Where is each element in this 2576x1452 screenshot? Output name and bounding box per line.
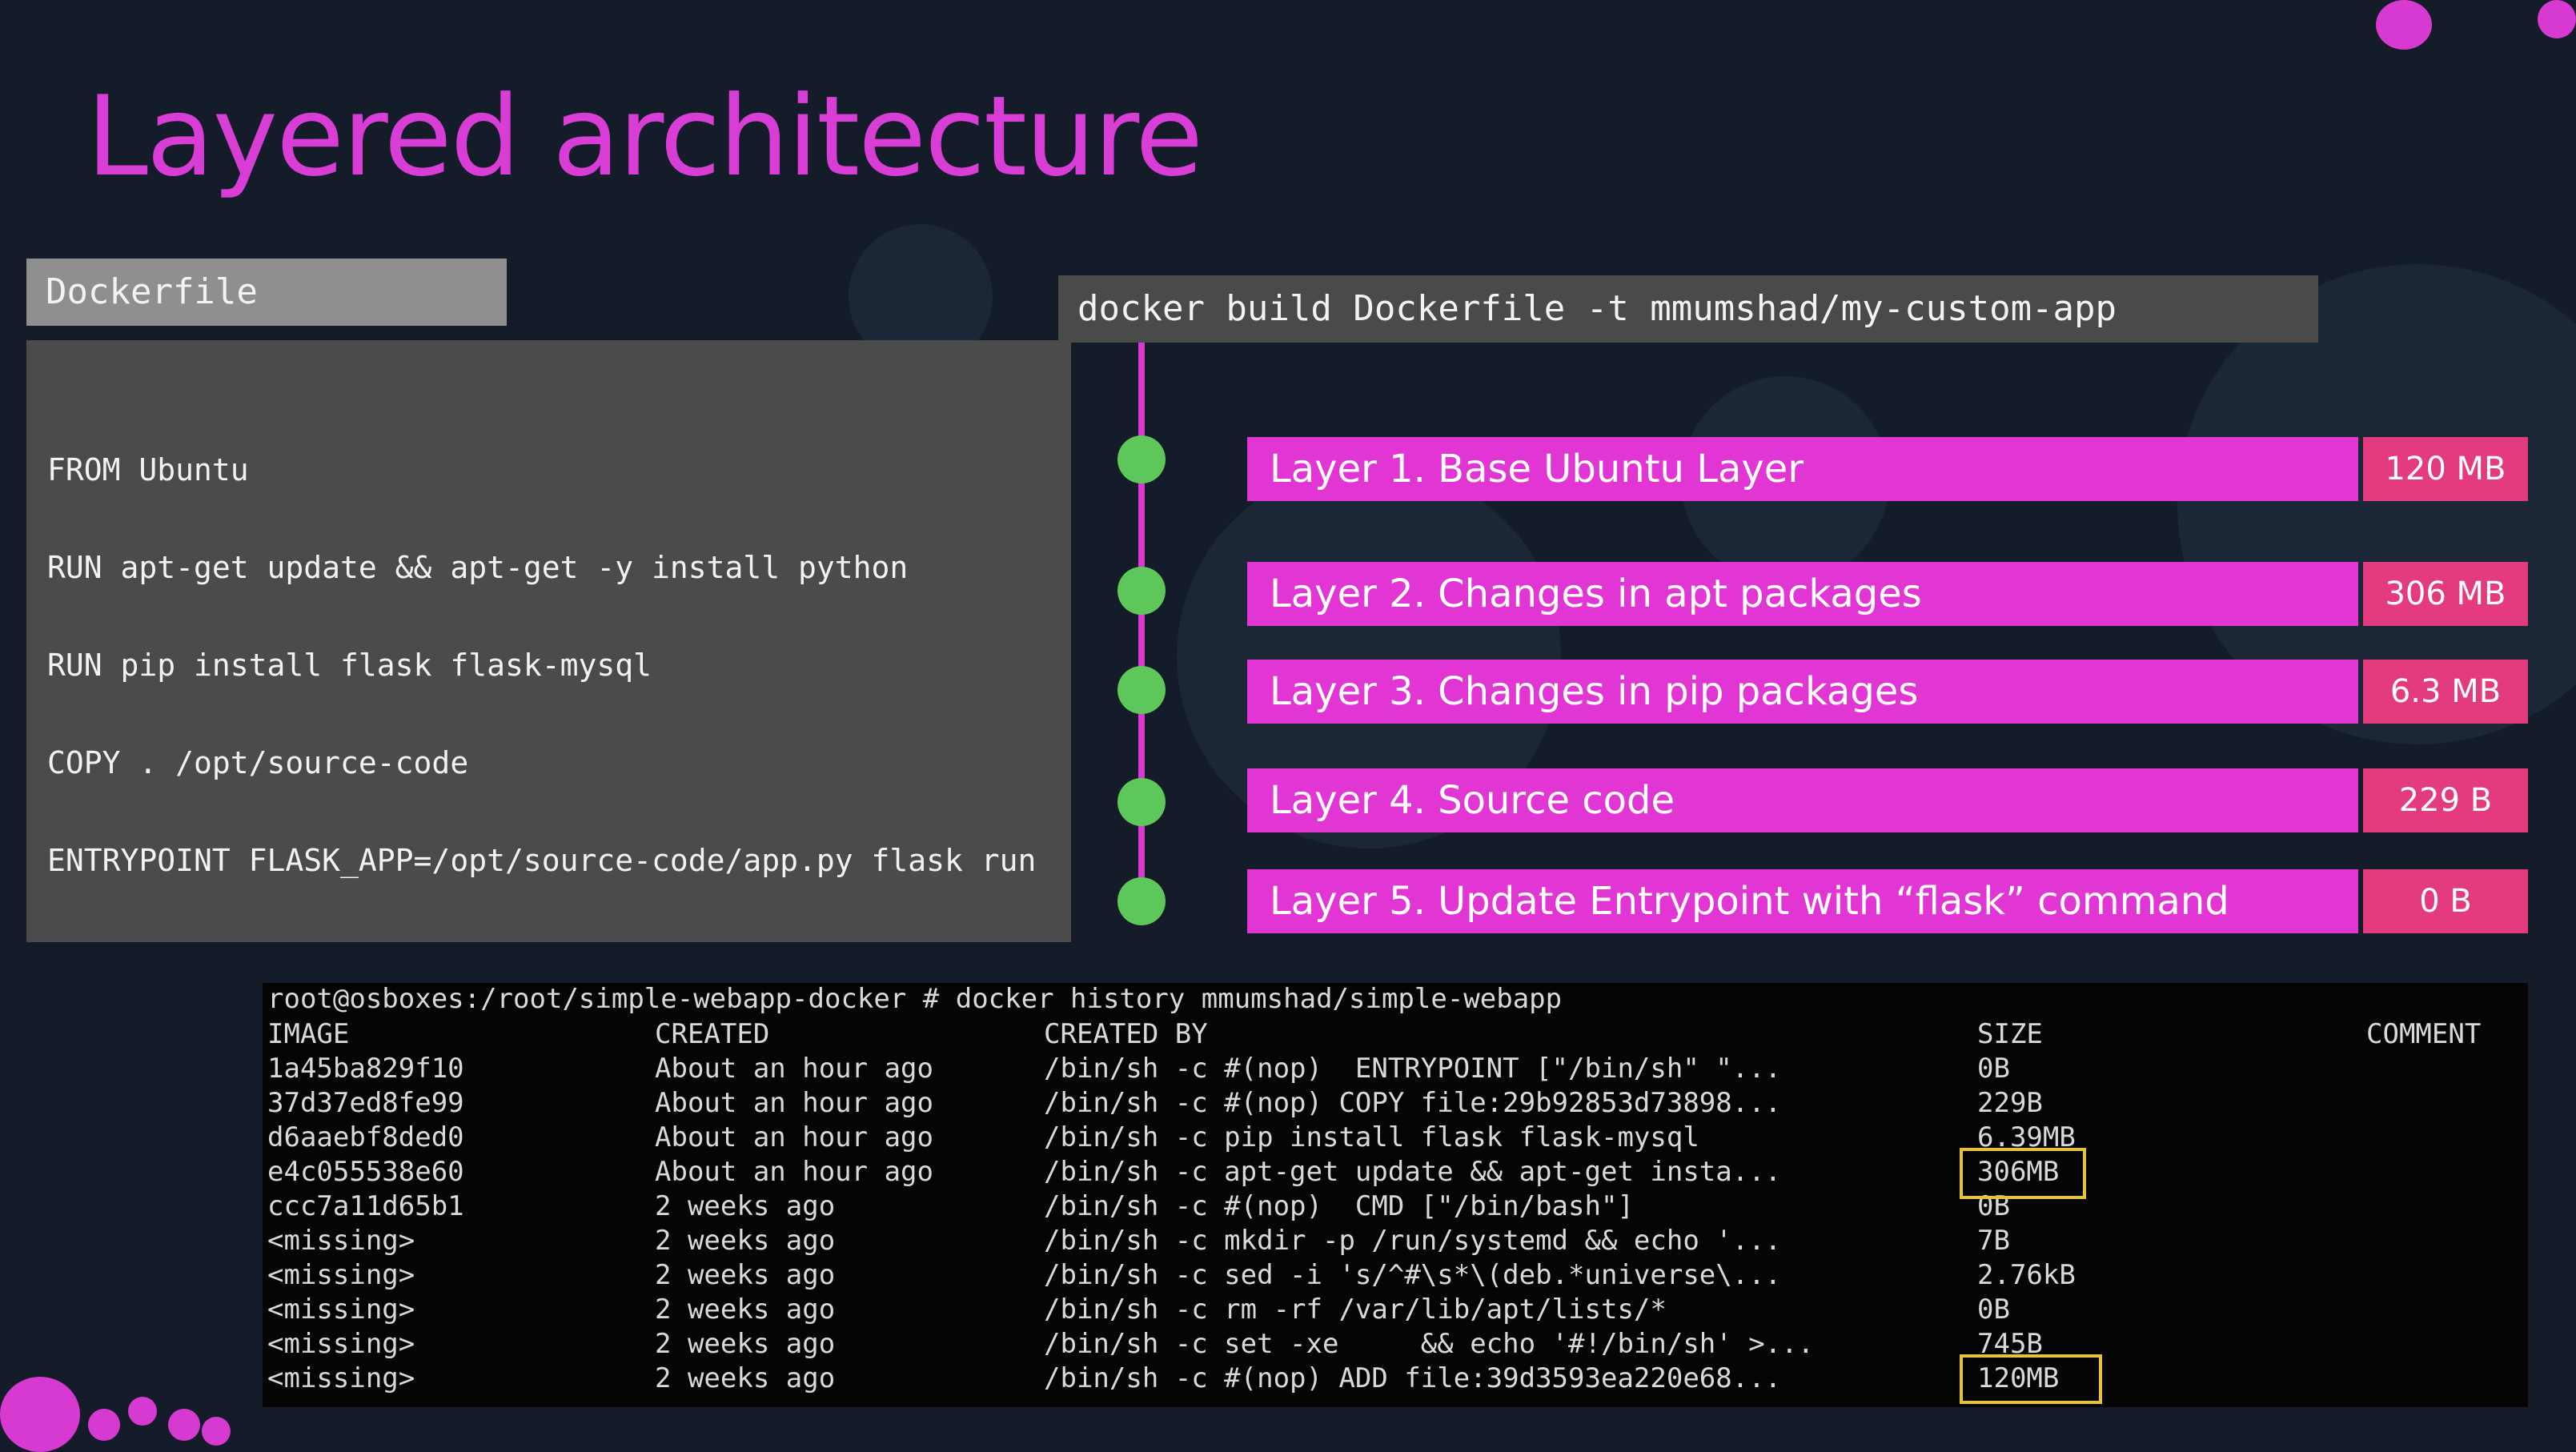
dockerfile-tab: Dockerfile xyxy=(26,259,507,326)
history-image: d6aaebf8ded0 xyxy=(267,1121,464,1153)
decorative-dot xyxy=(2538,0,2576,38)
timeline-node xyxy=(1117,666,1166,714)
history-created: About an hour ago xyxy=(655,1121,933,1153)
history-created-by: /bin/sh -c mkdir -p /run/systemd && echo… xyxy=(1044,1225,1782,1257)
history-image: <missing> xyxy=(267,1328,415,1360)
dockerfile-line: RUN pip install flask flask-mysql xyxy=(47,648,652,683)
history-created: About an hour ago xyxy=(655,1053,933,1085)
history-image: <missing> xyxy=(267,1225,415,1257)
decorative-dot xyxy=(0,1377,80,1452)
history-image: <missing> xyxy=(267,1362,415,1394)
column-header-created-by: CREATED BY xyxy=(1044,1018,1208,1050)
history-created: 2 weeks ago xyxy=(655,1294,836,1326)
history-created-by: /bin/sh -c #(nop) CMD ["/bin/bash"] xyxy=(1044,1190,1634,1222)
timeline-node xyxy=(1117,778,1166,826)
column-header-created: CREATED xyxy=(655,1018,770,1050)
column-header-size: SIZE xyxy=(1977,1018,2043,1050)
decorative-dot xyxy=(88,1409,120,1441)
layer-size: 6.3 MB xyxy=(2363,660,2528,724)
history-created: 2 weeks ago xyxy=(655,1190,836,1222)
history-size: 120MB xyxy=(1977,1362,2060,1394)
layer-size: 306 MB xyxy=(2363,562,2528,626)
history-created-by: /bin/sh -c pip install flask flask-mysql xyxy=(1044,1121,1699,1153)
size-highlight-box xyxy=(1960,1354,2102,1404)
history-created-by: /bin/sh -c #(nop) ENTRYPOINT ["/bin/sh" … xyxy=(1044,1053,1782,1085)
timeline-node xyxy=(1117,567,1166,615)
layer-label: Layer 2. Changes in apt packages xyxy=(1247,562,2358,626)
history-created-by: /bin/sh -c sed -i 's/^#\s*\(deb.*univers… xyxy=(1044,1259,1782,1291)
layer-size: 0 B xyxy=(2363,869,2528,933)
layer-size: 229 B xyxy=(2363,768,2528,832)
slide-title: Layered architecture xyxy=(86,72,1203,201)
decorative-dot xyxy=(2376,0,2432,50)
history-created: About an hour ago xyxy=(655,1156,933,1188)
terminal-prompt: root@osboxes:/root/simple-webapp-docker … xyxy=(267,983,1563,1015)
dockerfile-line: ENTRYPOINT FLASK_APP=/opt/source-code/ap… xyxy=(47,843,1037,878)
layer-size: 120 MB xyxy=(2363,437,2528,501)
history-image: <missing> xyxy=(267,1259,415,1291)
dockerfile-line: FROM Ubuntu xyxy=(47,452,249,487)
history-created: About an hour ago xyxy=(655,1087,933,1119)
decorative-dot xyxy=(168,1409,200,1441)
history-created-by: /bin/sh -c rm -rf /var/lib/apt/lists/* xyxy=(1044,1294,1667,1326)
terminal-window: root@osboxes:/root/simple-webapp-docker … xyxy=(263,983,2528,1407)
layer-label: Layer 4. Source code xyxy=(1247,768,2358,832)
history-size: 0B xyxy=(1977,1190,2010,1222)
timeline-node xyxy=(1117,877,1166,925)
size-highlight-box xyxy=(1960,1148,2086,1199)
history-created: 2 weeks ago xyxy=(655,1225,836,1257)
history-created: 2 weeks ago xyxy=(655,1362,836,1394)
dockerfile-line: RUN apt-get update && apt-get -y install… xyxy=(47,550,909,585)
history-size: 306MB xyxy=(1977,1156,2060,1188)
dockerfile-line: COPY . /opt/source-code xyxy=(47,745,469,780)
history-image: e4c055538e60 xyxy=(267,1156,464,1188)
build-command: docker build Dockerfile -t mmumshad/my-c… xyxy=(1058,275,2318,343)
history-image: 37d37ed8fe99 xyxy=(267,1087,464,1119)
decorative-dot xyxy=(202,1417,231,1446)
timeline-line xyxy=(1138,343,1145,903)
layer-bar: Layer 4. Source code 229 B xyxy=(1247,768,2528,832)
history-size: 0B xyxy=(1977,1053,2010,1085)
layer-label: Layer 5. Update Entrypoint with “flask” … xyxy=(1247,869,2358,933)
layer-bar: Layer 3. Changes in pip packages 6.3 MB xyxy=(1247,660,2528,724)
column-header-comment: COMMENT xyxy=(2366,1018,2482,1050)
layer-label: Layer 3. Changes in pip packages xyxy=(1247,660,2358,724)
history-created-by: /bin/sh -c #(nop) ADD file:39d3593ea220e… xyxy=(1044,1362,1782,1394)
history-size: 229B xyxy=(1977,1087,2043,1119)
history-image: <missing> xyxy=(267,1294,415,1326)
decorative-dot xyxy=(128,1397,157,1426)
history-image: 1a45ba829f10 xyxy=(267,1053,464,1085)
history-size: 2.76kB xyxy=(1977,1259,2076,1291)
layer-label: Layer 1. Base Ubuntu Layer xyxy=(1247,437,2358,501)
history-created: 2 weeks ago xyxy=(655,1259,836,1291)
column-header-image: IMAGE xyxy=(267,1018,350,1050)
layer-bar: Layer 5. Update Entrypoint with “flask” … xyxy=(1247,869,2528,933)
history-created-by: /bin/sh -c apt-get update && apt-get ins… xyxy=(1044,1156,1782,1188)
layer-bar: Layer 2. Changes in apt packages 306 MB xyxy=(1247,562,2528,626)
history-created-by: /bin/sh -c #(nop) COPY file:29b92853d738… xyxy=(1044,1087,1782,1119)
dockerfile-body: FROM Ubuntu RUN apt-get update && apt-ge… xyxy=(26,340,1071,942)
timeline-node xyxy=(1117,435,1166,483)
history-created: 2 weeks ago xyxy=(655,1328,836,1360)
layer-bar: Layer 1. Base Ubuntu Layer 120 MB xyxy=(1247,437,2528,501)
history-created-by: /bin/sh -c set -xe && echo '#!/bin/sh' >… xyxy=(1044,1328,1815,1360)
history-image: ccc7a11d65b1 xyxy=(267,1190,464,1222)
history-size: 0B xyxy=(1977,1294,2010,1326)
history-size: 7B xyxy=(1977,1225,2010,1257)
